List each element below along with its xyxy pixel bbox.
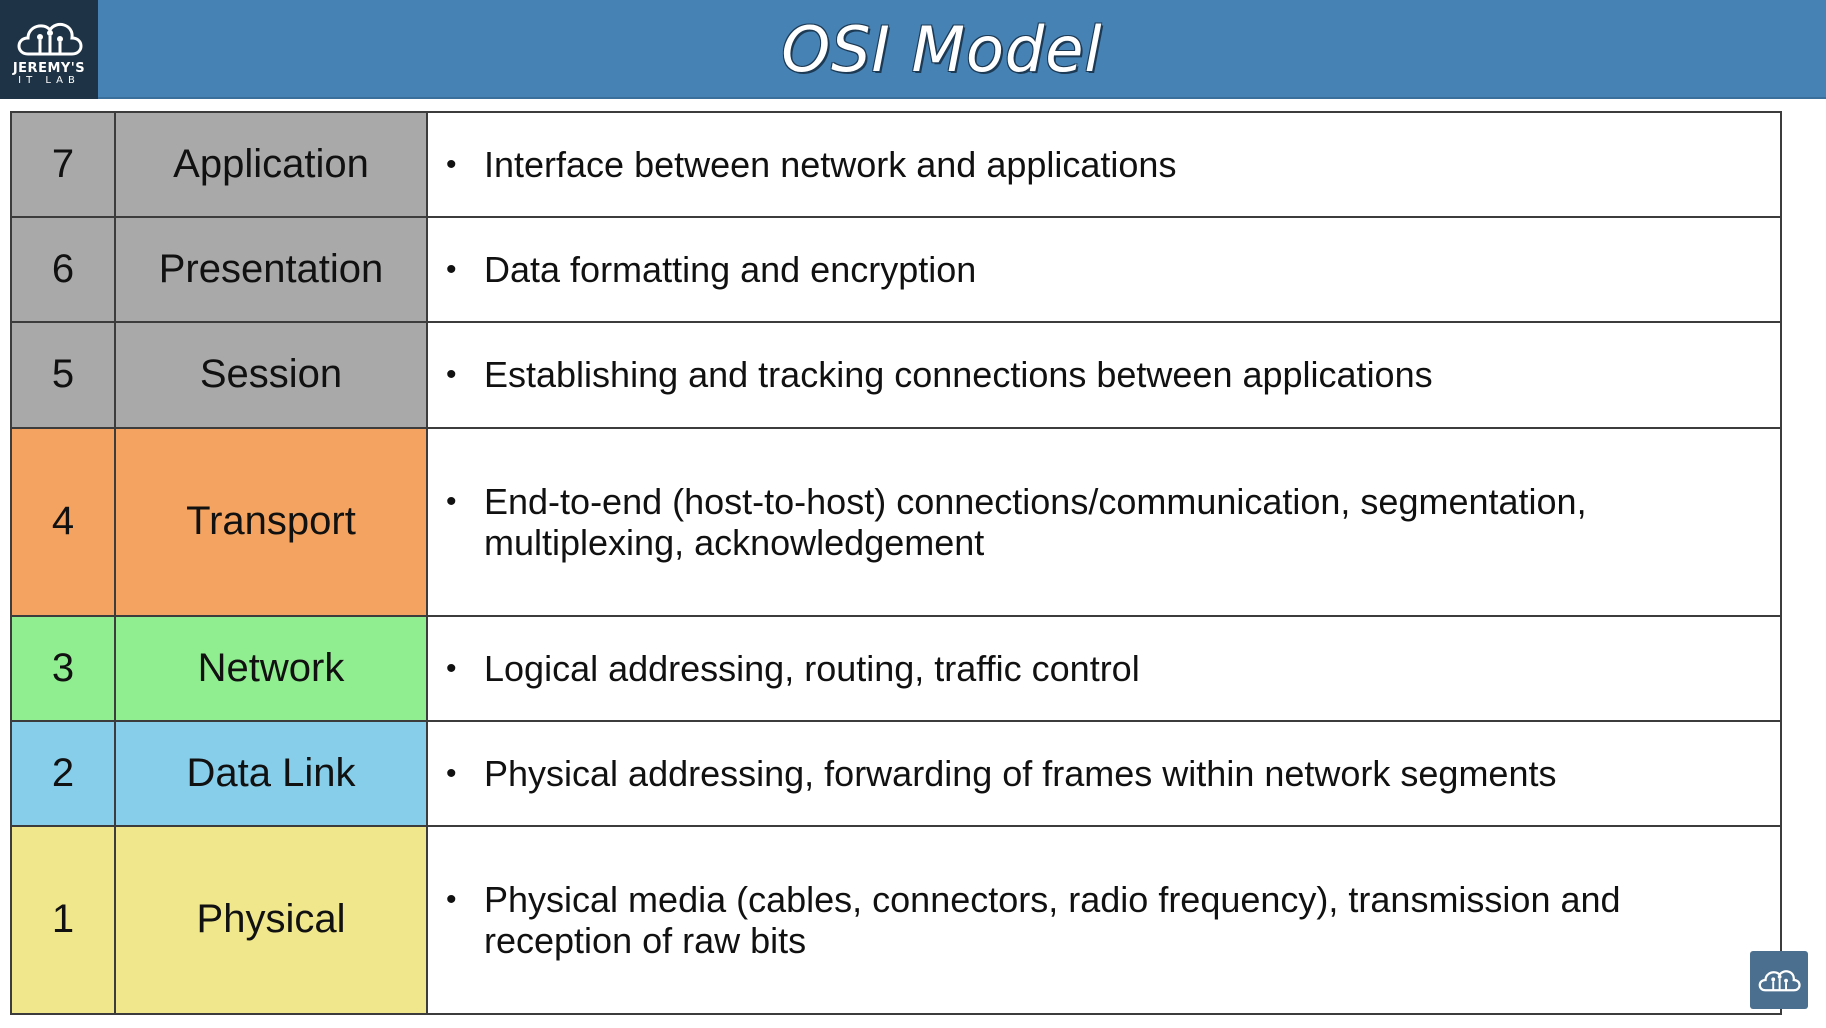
bullet-icon: • [446,253,457,287]
bullet-text-line: Data formatting and encryption [484,249,977,291]
corner-logo [1750,951,1808,1009]
layer-description: • Interface between network and applicati… [426,110,1782,219]
bullet-item: • End-to-end (host-to-host) connections/c… [446,481,1760,563]
layer-name: Presentation [114,216,428,324]
bullet-icon: • [446,651,457,685]
layer-description: • Physical media (cables, connectors, rad… [426,824,1782,1016]
layer-number: 4 [10,426,116,617]
bullet-item: • Establishing and tracking connections b… [446,354,1760,395]
layer-number: 6 [10,216,116,324]
bullet-text-line: Establishing and tracking connections be… [484,354,1433,396]
layer-number: 7 [10,110,116,219]
layer-name: Application [114,110,428,219]
bullet-item: • Physical media (cables, connectors, rad… [446,879,1760,961]
cloud-circuit-icon [1758,970,1801,992]
logo: JEREMY'S IT LAB [0,0,98,99]
bullet-icon: • [446,358,457,392]
layer-number: 1 [10,824,116,1016]
logo-subtext: IT LAB [18,74,80,86]
bullet-text-line: Physical media (cables, connectors, radi… [484,878,1621,920]
layer-number: 5 [10,321,116,429]
bullet-text: Physical media (cables, connectors, radi… [484,879,1621,961]
bullet-text: Physical addressing, forwarding of frame… [484,753,1556,794]
bullet-text-line: multiplexing, acknowledgement [484,521,985,563]
layer-description: • Establishing and tracking connections b… [426,321,1782,429]
layer-description: • Data formatting and encryption [426,216,1782,324]
bullet-item: • Logical addressing, routing, traffic co… [446,648,1760,689]
header-bar: JEREMY'S IT LAB OSI Model [0,0,1826,99]
bullet-icon: • [446,148,457,182]
bullet-text-line: End-to-end (host-to-host) connections/co… [484,480,1587,522]
layer-description: • End-to-end (host-to-host) connections/c… [426,426,1782,617]
bullet-icon: • [446,756,457,790]
bullet-icon: • [446,882,457,916]
layer-name: Session [114,321,428,429]
bullet-icon: • [446,484,457,518]
bullet-text: Data formatting and encryption [484,249,976,290]
layer-description: • Logical addressing, routing, traffic co… [426,614,1782,722]
bullet-text-line: Interface between network and applicatio… [484,144,1177,186]
layer-description: • Physical addressing, forwarding of fram… [426,719,1782,827]
bullet-text: Interface between network and applicatio… [484,144,1176,185]
bullet-text: Logical addressing, routing, traffic con… [484,648,1140,689]
cloud-circuit-icon [17,22,83,55]
bullet-item: • Physical addressing, forwarding of fram… [446,753,1760,794]
bullet-item: • Interface between network and applicati… [446,144,1760,185]
bullet-text-line: Logical addressing, routing, traffic con… [484,647,1140,689]
layer-name: Network [114,614,428,722]
page-title: OSI Model [781,13,1103,86]
bullet-text-line: Physical addressing, forwarding of frame… [484,752,1557,794]
layer-number: 2 [10,719,116,827]
bullet-item: • Data formatting and encryption [446,249,1760,290]
layer-name: Transport [114,426,428,617]
logo-text: JEREMY'S [12,60,86,76]
layer-name: Data Link [114,719,428,827]
bullet-text: Establishing and tracking connections be… [484,354,1433,395]
bullet-text-line: reception of raw bits [484,919,807,961]
bullet-text: End-to-end (host-to-host) connections/co… [484,481,1587,563]
layer-name: Physical [114,824,428,1016]
layer-number: 3 [10,614,116,722]
